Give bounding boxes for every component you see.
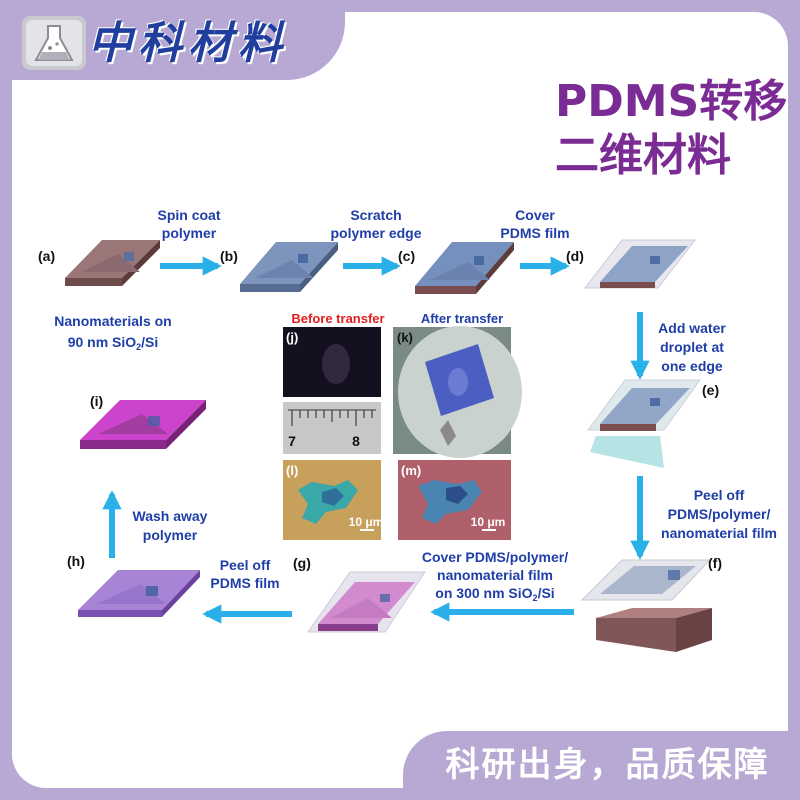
step-label-c: (c) xyxy=(398,248,415,264)
caption-bc-line1: Scratch xyxy=(350,207,401,223)
caption-hi-line1: Wash away xyxy=(133,508,208,524)
caption-ef-line1: Peel off xyxy=(694,487,745,503)
step-label-f: (f) xyxy=(708,555,722,571)
step-label-k: (k) xyxy=(397,330,413,345)
caption-fg-line3: on 300 nm SiO2/Si xyxy=(435,585,554,603)
caption-bc-line2: polymer edge xyxy=(330,225,421,241)
wafer-a xyxy=(65,240,160,286)
flask-icon xyxy=(22,16,86,70)
ruler-label-7: 7 xyxy=(288,433,296,449)
caption-de-line1: Add water xyxy=(658,320,726,336)
step-label-m: (m) xyxy=(401,463,421,478)
step-label-d: (d) xyxy=(566,248,584,264)
footer-bar xyxy=(403,731,800,800)
wafer-i xyxy=(80,400,206,449)
caption-fg-line2: nanomaterial film xyxy=(437,567,553,583)
wafer-g xyxy=(307,571,426,633)
wafer-e xyxy=(587,379,701,468)
photo-j xyxy=(283,327,381,454)
page-title-line1: PDMS转移 xyxy=(555,76,788,127)
caption-cd-line1: Cover xyxy=(515,207,555,223)
caption-cd-line2: PDMS film xyxy=(500,225,569,241)
scale-bar-label-m: 10 μm xyxy=(471,515,506,529)
step-label-j: (j) xyxy=(286,330,298,345)
brand-name: 中科材料 xyxy=(88,18,288,69)
caption-ab-line2: polymer xyxy=(162,225,217,241)
step-label-i: (i) xyxy=(90,393,103,409)
caption-fg-line1: Cover PDMS/polymer/ xyxy=(422,549,568,565)
scale-bar-label-l: 10 μm xyxy=(349,515,384,529)
wafer-f xyxy=(580,559,712,652)
ruler-label-8: 8 xyxy=(352,433,360,449)
step-label-h: (h) xyxy=(67,553,85,569)
photo-l xyxy=(283,460,381,540)
caption-gh-line2: PDMS film xyxy=(210,575,279,591)
step-label-e: (e) xyxy=(702,382,719,398)
caption-ef-line3: nanomaterial film xyxy=(661,525,777,541)
caption-de-line3: one edge xyxy=(661,358,723,374)
step-label-b: (b) xyxy=(220,248,238,264)
page-title-line2: 二维材料 xyxy=(555,130,731,181)
photo-k xyxy=(393,326,522,458)
wafer-h xyxy=(78,570,200,617)
caption-a-line2: 90 nm SiO2/Si xyxy=(68,334,159,352)
caption-hi-line2: polymer xyxy=(143,527,198,543)
caption-de-line2: droplet at xyxy=(660,339,724,355)
caption-before-transfer: Before transfer xyxy=(291,311,384,326)
wafer-b xyxy=(240,242,338,292)
step-label-a: (a) xyxy=(38,248,55,264)
caption-a-line1: Nanomaterials on xyxy=(54,313,171,329)
caption-after-transfer: After transfer xyxy=(421,311,503,326)
step-label-l: (l) xyxy=(286,463,298,478)
step-label-g: (g) xyxy=(293,555,311,571)
caption-ab-line1: Spin coat xyxy=(157,207,220,223)
wafer-d xyxy=(583,239,697,289)
photo-m xyxy=(398,460,511,540)
caption-ef-line2: PDMS/polymer/ xyxy=(668,506,771,522)
footer-slogan: 科研出身，品质保障 xyxy=(445,745,770,785)
wafer-c xyxy=(415,242,514,294)
caption-gh-line1: Peel off xyxy=(220,557,271,573)
